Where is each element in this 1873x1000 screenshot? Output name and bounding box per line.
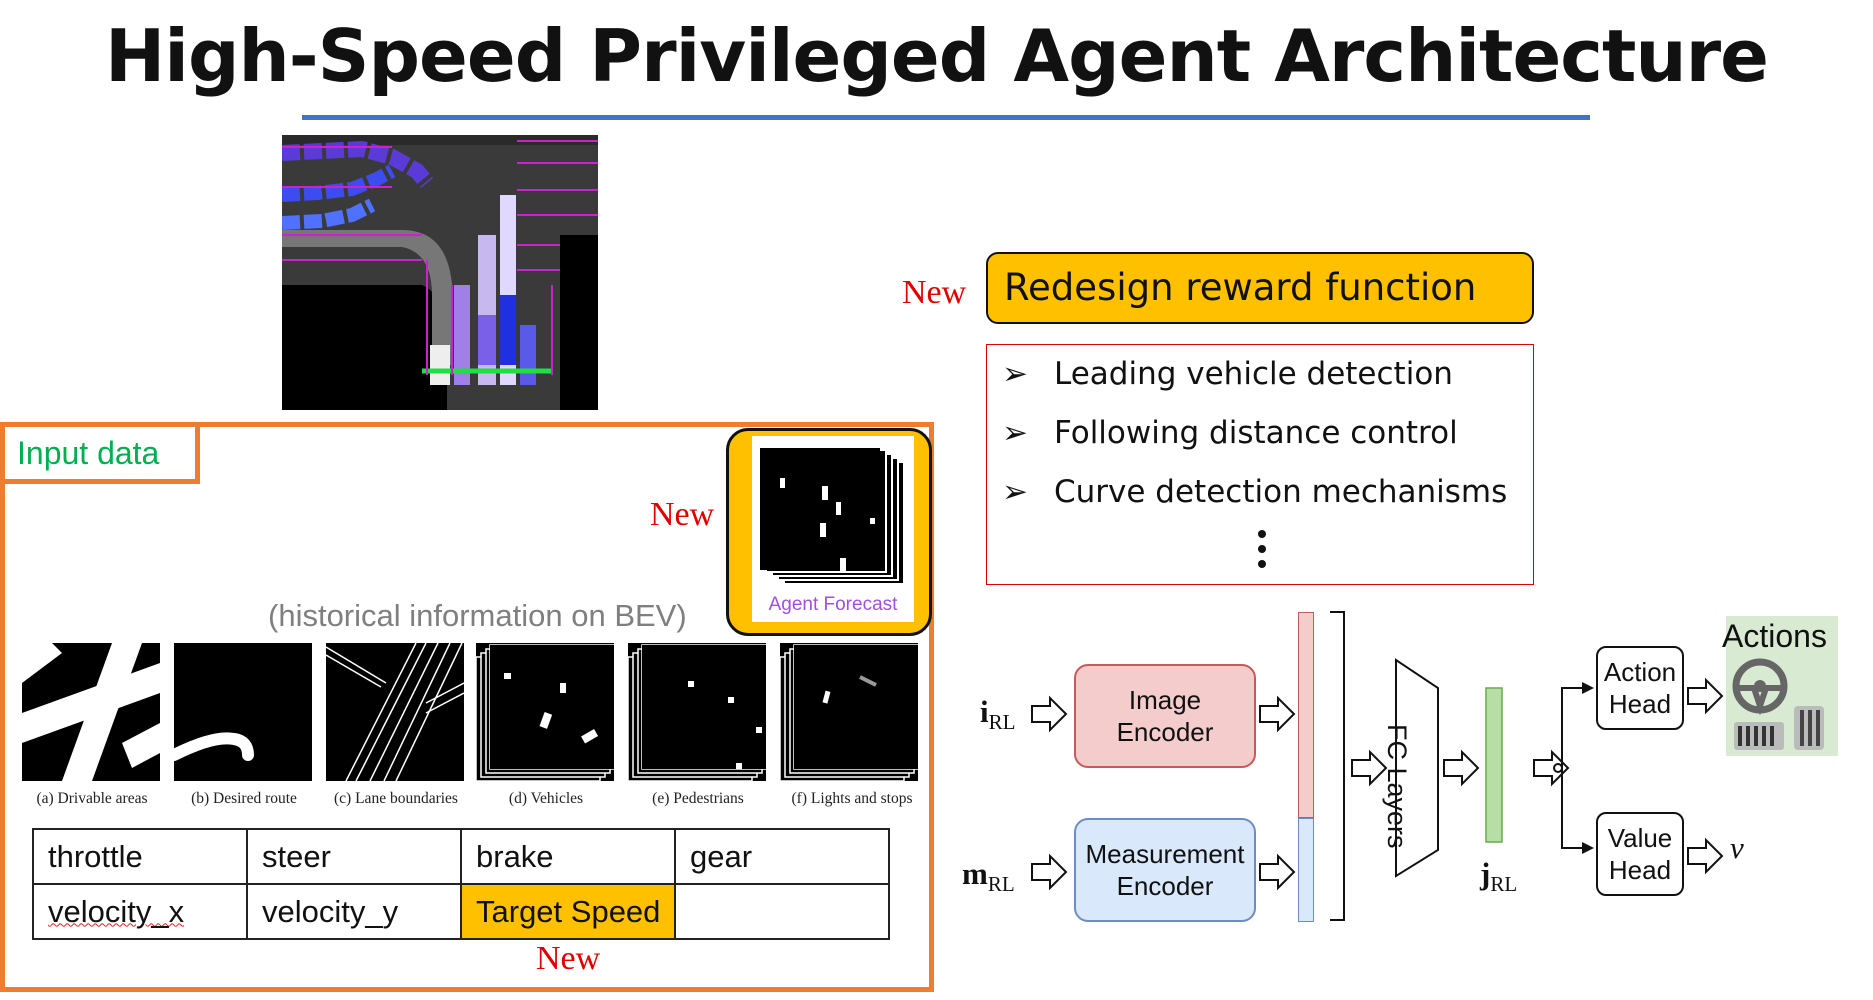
table-cell: velocity_y <box>246 883 462 940</box>
historical-info-caption: (historical information on BEV) <box>268 598 687 633</box>
velocity-x-text: velocity_x <box>48 893 185 929</box>
reward-bullet-item: ➢Curve detection mechanisms <box>1002 474 1508 510</box>
image-input-symbol: iRL <box>980 694 1016 735</box>
table-cell <box>674 883 890 940</box>
table-cell: steer <box>246 828 462 885</box>
thumbnail-caption: (c) Lane boundaries <box>334 790 458 807</box>
arrow-icon <box>1259 853 1296 891</box>
agent-forecast-image <box>760 448 905 585</box>
thumbnail-caption: (f) Lights and stops <box>791 790 913 807</box>
thumbnail-caption: (a) Drivable areas <box>36 790 148 807</box>
pedestrians-thumbnail <box>628 643 766 781</box>
thumbnail-caption: (b) Desired route <box>191 790 297 807</box>
table-cell: throttle <box>32 828 248 885</box>
reward-bullets-box <box>986 344 1534 585</box>
table-cell: velocity_x <box>32 883 248 940</box>
reward-bullet-item: ➢Following distance control <box>1002 415 1458 451</box>
actions-label: Actions <box>1722 618 1827 654</box>
arrow-icon <box>1031 695 1068 733</box>
table-cell: gear <box>674 828 890 885</box>
measurement-feature-vector <box>1298 818 1314 922</box>
arrow-icon <box>1687 837 1724 875</box>
steering-and-pedals-icon <box>1732 658 1824 750</box>
arrow-icon <box>1533 749 1570 787</box>
arrow-icon <box>1687 677 1724 715</box>
bullet-arrow-icon: ➢ <box>1002 356 1028 392</box>
ellipsis-dots-icon <box>1258 530 1268 575</box>
target-speed-cell: Target Speed <box>460 883 676 940</box>
bev-render-image <box>282 135 598 410</box>
table-row: velocity_x velocity_y Target Speed <box>32 883 890 940</box>
input-data-panel <box>0 422 934 992</box>
latent-vector-symbol: jRL <box>1480 856 1518 897</box>
arrow-icon <box>1259 695 1296 733</box>
fc-layers-label: FC Layers <box>1382 724 1412 849</box>
table-cell: brake <box>460 828 676 885</box>
bullet-arrow-icon: ➢ <box>1002 474 1028 510</box>
measurement-input-symbol: mRL <box>962 856 1015 897</box>
drivable-areas-thumbnail <box>22 643 160 781</box>
lights-and-stops-thumbnail <box>780 643 918 781</box>
title-underline <box>302 115 1590 120</box>
value-output-symbol: v <box>1730 830 1744 865</box>
table-row: throttle steer brake gear <box>32 828 890 885</box>
vehicles-thumbnail <box>476 643 614 781</box>
arrow-icon <box>1031 853 1068 891</box>
image-feature-vector <box>1298 612 1314 818</box>
measurement-variables-table: throttle steer brake gear velocity_x vel… <box>32 828 890 940</box>
input-data-label: Input data <box>0 422 200 484</box>
new-label-target-speed: New <box>536 940 601 977</box>
arrow-icon <box>1443 749 1480 787</box>
architecture-connectors <box>1031 611 1724 921</box>
bullet-arrow-icon: ➢ <box>1002 415 1028 451</box>
arrow-icon <box>1351 749 1388 787</box>
reward-bullet-item: ➢Leading vehicle detection <box>1002 356 1453 392</box>
lane-boundaries-thumbnail <box>326 643 464 781</box>
new-label-reward: New <box>902 274 967 311</box>
thumbnail-caption: (d) Vehicles <box>508 790 584 807</box>
page-title: High-Speed Privileged Agent Architecture <box>105 14 1769 98</box>
new-label-agent-forecast: New <box>650 496 715 533</box>
thumbnail-caption: (e) Pedestrians <box>652 790 744 807</box>
desired-route-thumbnail <box>174 643 312 781</box>
reward-function-box: Redesign reward function <box>986 252 1534 324</box>
agent-forecast-caption: Agent Forecast <box>768 594 898 615</box>
